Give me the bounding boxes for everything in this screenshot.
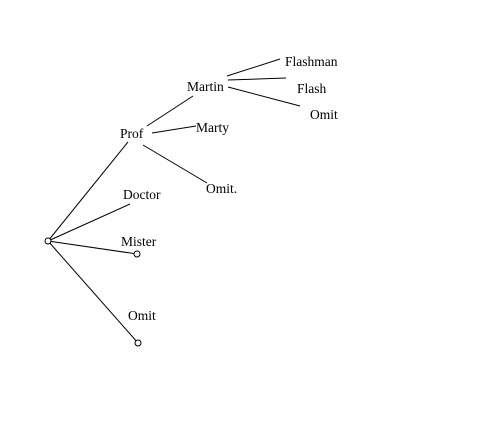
edge-martin-omit	[227, 86, 301, 107]
mister-node	[133, 250, 141, 258]
edge-martin-flashman	[226, 58, 281, 77]
edge-martin-flash	[227, 77, 287, 81]
tree-nodes	[44, 237, 142, 347]
label-flash: Flash	[297, 81, 327, 96]
label-omit-root: Omit	[128, 308, 156, 323]
label-flashman: Flashman	[285, 54, 338, 69]
edge-prof-marty	[151, 125, 197, 134]
omit-root-node	[134, 339, 142, 347]
edge-prof-martin	[146, 95, 194, 127]
edge-prof-omit	[142, 144, 208, 184]
edge-root-doctor	[47, 203, 131, 242]
label-omit-prof: Omit.	[206, 181, 237, 196]
label-marty: Marty	[196, 120, 229, 135]
label-prof: Prof	[120, 126, 144, 141]
label-omit-martin: Omit	[310, 107, 338, 122]
root-node	[44, 237, 52, 245]
label-martin: Martin	[187, 79, 224, 94]
label-mister: Mister	[121, 234, 157, 249]
label-doctor: Doctor	[123, 187, 161, 202]
edge-root-mister	[47, 240, 138, 255]
edge-root-prof	[47, 141, 129, 242]
edge-root-omit	[47, 240, 139, 344]
tree-edges	[47, 58, 301, 344]
tree-labels: Prof Martin Flashman Flash Omit Marty Om…	[120, 54, 338, 323]
